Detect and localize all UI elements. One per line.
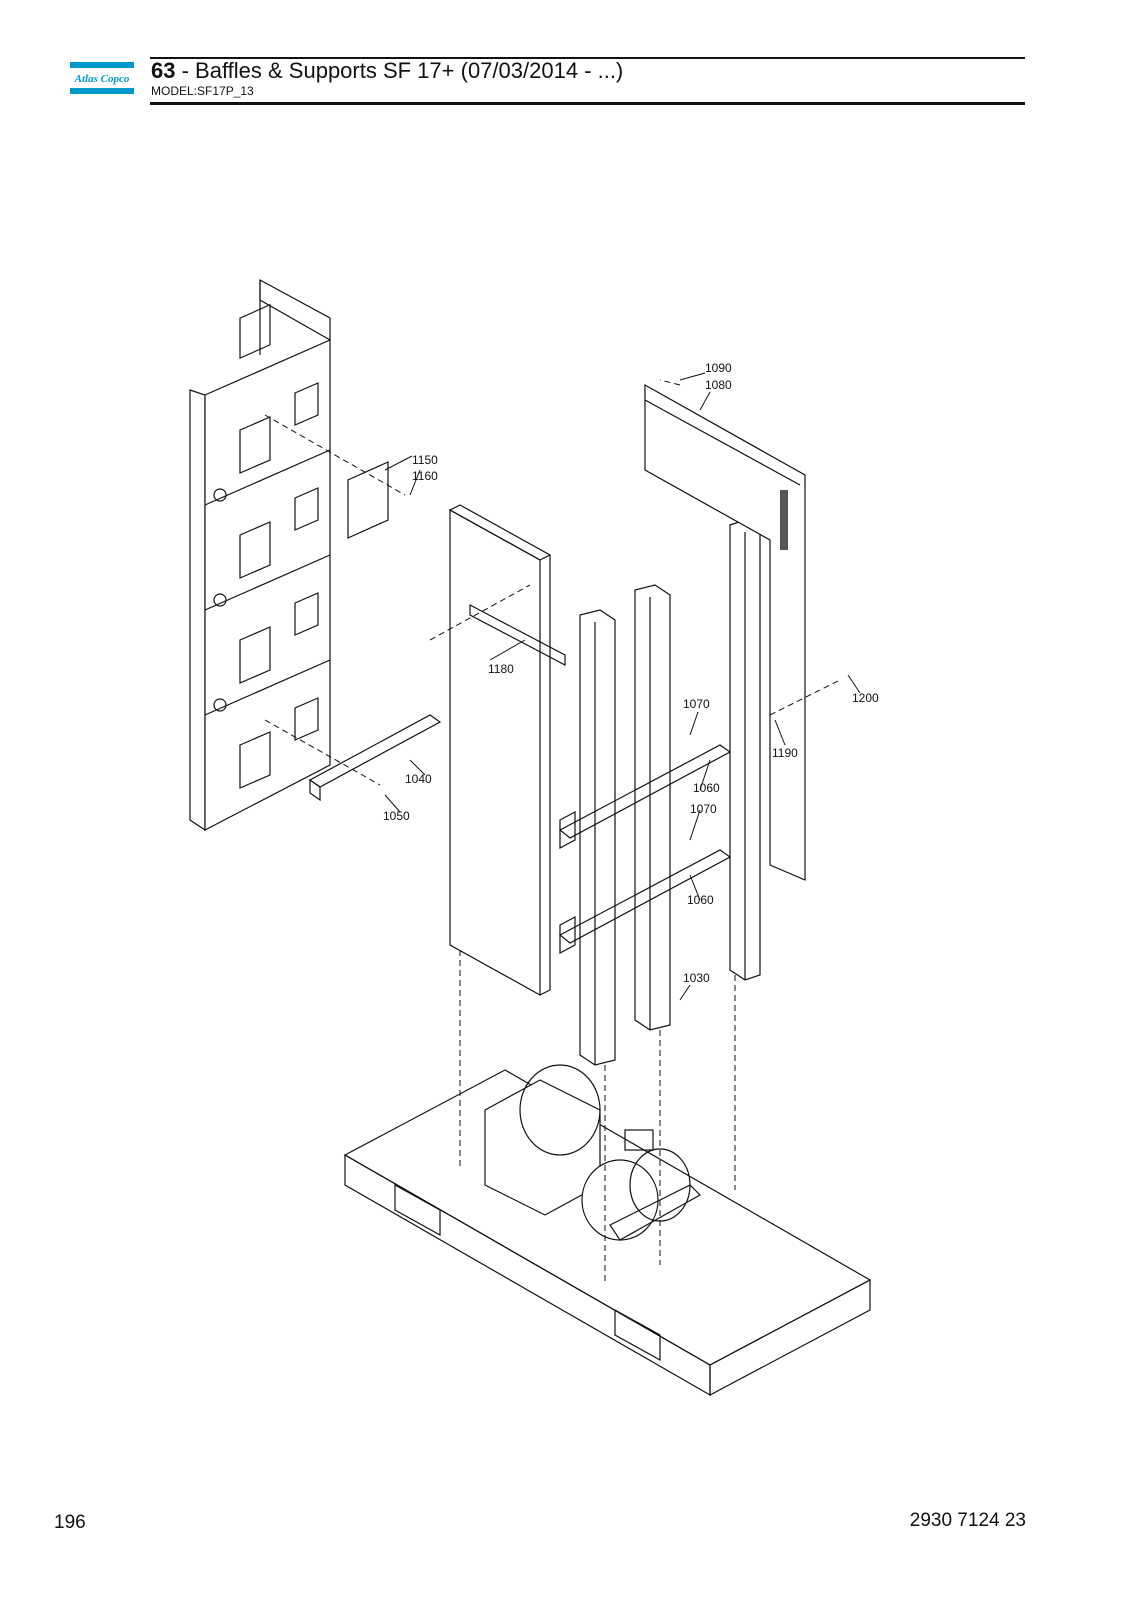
callout-1060-lower: 1060 (687, 893, 714, 907)
header-rule-bottom (150, 102, 1025, 105)
cover-plate (347, 461, 389, 539)
panel-windows (213, 382, 319, 789)
callout-1070-upper: 1070 (683, 697, 710, 711)
center-baffle-panel (448, 504, 552, 997)
callout-1030: 1030 (683, 971, 710, 985)
page-title: 63 - Baffles & Supports SF 17+ (07/03/20… (151, 58, 623, 84)
motor-assembly (484, 1064, 701, 1241)
cross-support-upper-a (558, 744, 732, 839)
header-rule-top (150, 57, 1025, 59)
section-title: - Baffles & Supports SF 17+ (07/03/2014 … (175, 58, 624, 83)
callout-1050: 1050 (383, 809, 410, 823)
assembly-lines (264, 379, 841, 1285)
leader-lines (384, 372, 861, 1001)
callout-1200: 1200 (852, 691, 879, 705)
callout-1150: 1150 (412, 453, 438, 467)
left-baffle-panel (189, 278, 331, 832)
cross-support-lower-b (559, 916, 576, 954)
upright-column-middle (634, 584, 671, 1031)
callout-1060-upper: 1060 (693, 781, 720, 795)
callout-1160: 1160 (412, 469, 438, 483)
callout-1090: 1090 (705, 361, 732, 375)
model-code: MODEL:SF17P_13 (151, 84, 254, 98)
cross-support-upper-b (559, 811, 576, 849)
upright-column-left (579, 609, 616, 1066)
section-number: 63 (151, 58, 176, 83)
bracket-1180 (469, 604, 566, 666)
atlas-copco-logo: Atlas Copco (70, 62, 134, 94)
callout-1080: 1080 (705, 378, 732, 392)
cross-support-lower-a (558, 849, 732, 944)
callout-1180: 1180 (488, 662, 514, 676)
callout-1070-lower: 1070 (690, 802, 717, 816)
rear-baffle-panel (644, 383, 806, 881)
callout-1190: 1190 (772, 746, 798, 760)
callout-1040: 1040 (405, 772, 432, 786)
document-number: 2930 7124 23 (909, 1510, 1026, 1531)
page-number: 196 (54, 1512, 86, 1533)
logo-wordmark: Atlas Copco (74, 73, 130, 85)
